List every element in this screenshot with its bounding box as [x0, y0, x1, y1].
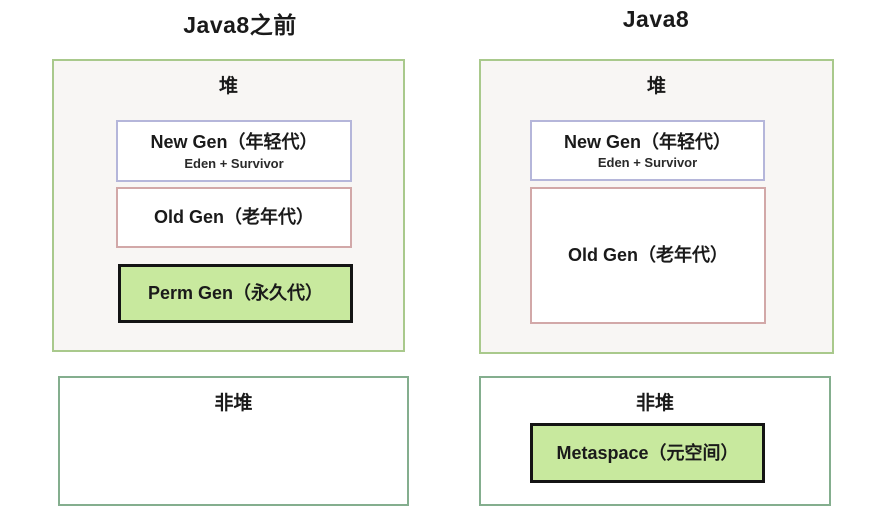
new-gen-sublabel: Eden + Survivor — [184, 155, 284, 171]
perm-gen-box-before-java8: Perm Gen（永久代） — [118, 264, 353, 323]
old-gen-label: Old Gen（老年代） — [153, 207, 314, 228]
old-gen-label: Old Gen（老年代） — [567, 245, 728, 266]
old-gen-box-before-java8: Old Gen（老年代） — [116, 187, 352, 248]
new-gen-sublabel: Eden + Survivor — [597, 155, 698, 171]
heap-label: 堆 — [646, 76, 666, 97]
old-gen-box-java8: Old Gen（老年代） — [530, 187, 766, 324]
panel-title-before-java8: Java8之前 — [183, 12, 297, 38]
new-gen-box-before-java8: New Gen（年轻代） Eden + Survivor — [116, 120, 352, 182]
non-heap-label: 非堆 — [635, 393, 674, 414]
new-gen-box-java8: New Gen（年轻代） Eden + Survivor — [530, 120, 765, 181]
new-gen-label: New Gen（年轻代） — [563, 131, 732, 152]
perm-gen-label: Perm Gen（永久代） — [147, 283, 324, 304]
new-gen-label: New Gen（年轻代） — [150, 132, 318, 153]
panel-title-java8: Java8 — [622, 6, 690, 32]
non-heap-box-before-java8: 非堆 — [58, 376, 409, 506]
metaspace-label: Metaspace（元空间） — [556, 442, 739, 463]
heap-label: 堆 — [218, 76, 238, 97]
metaspace-box-java8: Metaspace（元空间） — [530, 423, 765, 483]
non-heap-label: 非堆 — [214, 393, 253, 414]
